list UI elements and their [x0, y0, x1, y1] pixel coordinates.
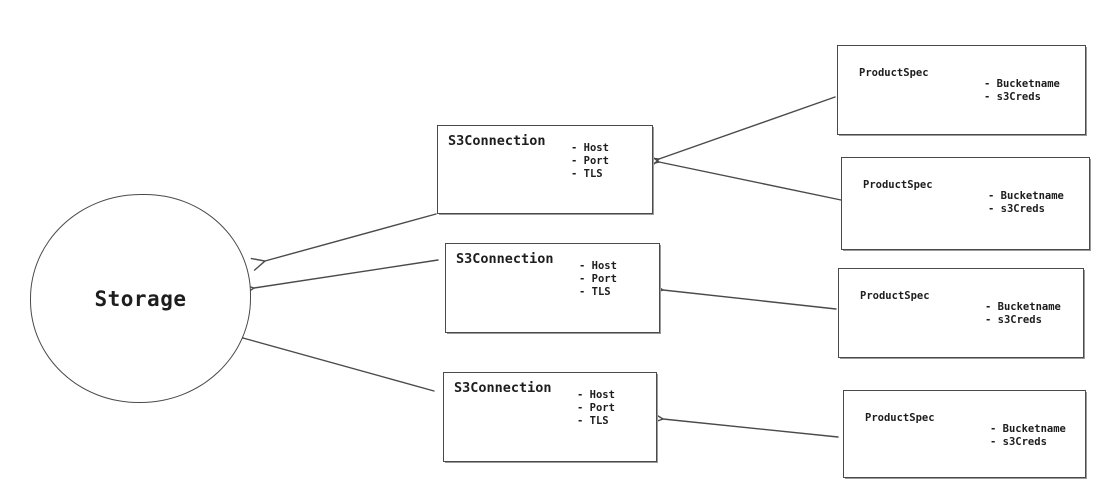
- attribute-tls: - TLS: [571, 168, 603, 180]
- edge-productspec4-to-s3connection3: [663, 419, 839, 438]
- storage-node-label: Storage: [94, 286, 187, 311]
- attribute-port: - Port: [579, 273, 617, 285]
- s3connection-attributes: - Host - Port - TLS: [571, 142, 609, 181]
- productspec-node-2: ProductSpec - Bucketname - s3Creds: [841, 157, 1090, 250]
- storage-node: Storage: [30, 194, 251, 403]
- productspec-attributes: - Bucketname - s3Creds: [990, 423, 1066, 449]
- productspec-attributes: - Bucketname - s3Creds: [988, 190, 1064, 216]
- productspec-attributes: - Bucketname - s3Creds: [985, 301, 1061, 327]
- edge-productspec1-to-s3connection1: [659, 96, 836, 159]
- s3connection-node-title: S3Connection: [456, 251, 554, 267]
- attribute-host: - Host: [577, 389, 615, 401]
- attribute-bucketname: - Bucketname: [990, 423, 1066, 435]
- attribute-s3creds: - s3Creds: [990, 436, 1047, 448]
- productspec-node-title: ProductSpec: [859, 67, 929, 79]
- s3connection-node-1: S3Connection - Host - Port - TLS: [437, 125, 653, 214]
- edge-s3connection2-to-storage: [254, 259, 439, 288]
- attribute-bucketname: - Bucketname: [988, 190, 1064, 202]
- edge-productspec2-to-s3connection1: [659, 162, 842, 201]
- attribute-s3creds: - s3Creds: [984, 91, 1041, 103]
- attribute-bucketname: - Bucketname: [985, 301, 1061, 313]
- s3connection-node-title: S3Connection: [448, 133, 546, 149]
- attribute-tls: - TLS: [577, 415, 609, 427]
- attribute-port: - Port: [577, 402, 615, 414]
- attribute-host: - Host: [579, 260, 617, 272]
- attribute-bucketname: - Bucketname: [984, 78, 1060, 90]
- attribute-tls: - TLS: [579, 286, 611, 298]
- s3connection-node-3: S3Connection - Host - Port - TLS: [443, 372, 657, 462]
- edge-s3connection1-to-storage: [265, 213, 437, 261]
- s3connection-node-2: S3Connection - Host - Port - TLS: [445, 243, 660, 333]
- s3connection-node-title: S3Connection: [454, 380, 552, 396]
- productspec-node-3: ProductSpec - Bucketname - s3Creds: [838, 268, 1084, 358]
- attribute-port: - Port: [571, 155, 609, 167]
- s3connection-attributes: - Host - Port - TLS: [579, 260, 617, 299]
- productspec-node-4: ProductSpec - Bucketname - s3Creds: [843, 390, 1086, 478]
- productspec-node-title: ProductSpec: [863, 179, 933, 191]
- productspec-node-title: ProductSpec: [860, 290, 930, 302]
- s3connection-attributes: - Host - Port - TLS: [577, 389, 615, 428]
- attribute-s3creds: - s3Creds: [985, 314, 1042, 326]
- attribute-s3creds: - s3Creds: [988, 203, 1045, 215]
- productspec-node-title: ProductSpec: [865, 412, 935, 424]
- edge-s3connection3-to-storage: [243, 338, 435, 392]
- productspec-node-1: ProductSpec - Bucketname - s3Creds: [837, 45, 1086, 135]
- productspec-attributes: - Bucketname - s3Creds: [984, 78, 1060, 104]
- edge-productspec3-to-s3connection2: [663, 290, 837, 310]
- attribute-host: - Host: [571, 142, 609, 154]
